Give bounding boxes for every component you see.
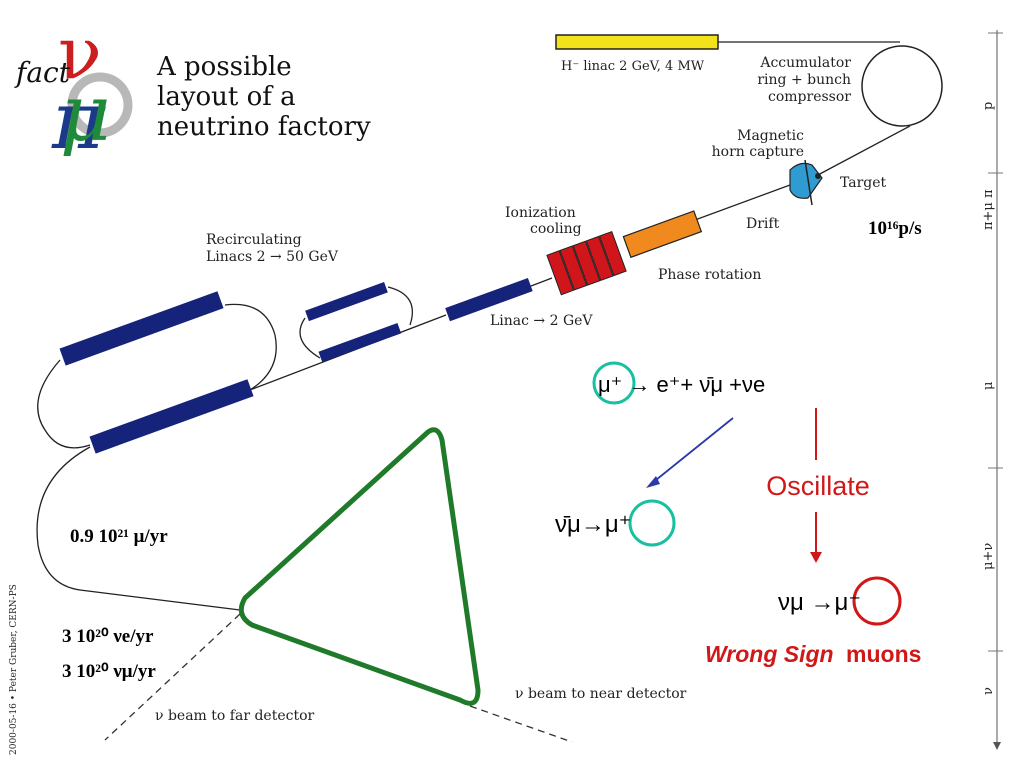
beam-far-line [104,613,241,741]
logo-text: fact [14,56,71,89]
hminus-linac-label: H⁻ linac 2 GeV, 4 MW [561,59,705,74]
mu-plus-circle [592,361,636,405]
scale-label-nu: ν [981,687,996,695]
linac-label: Linac → 2 GeV [490,313,593,329]
right-scale: p π+μ π μ μ+ν ν [981,30,1003,750]
muon-rate: 0.9 10²¹ μ/yr [70,526,168,547]
cooling-label-1: Ionization [505,205,576,221]
scale-label-p: p [981,102,996,110]
drift-label: Drift [746,216,780,232]
beam-near-line [469,705,573,743]
nu-equation: νμ →μ⁻ [778,589,861,616]
hminus-linac-bar [555,34,719,50]
blue-arrow [650,417,734,485]
accumulator-ring [861,45,943,127]
factnupi-logo: π ν μ fact [14,11,133,167]
ionization-cooling-block [546,230,627,296]
decay-equation: μ⁺ → e⁺+ ν̄μ +νe [598,372,765,397]
target-label: Target [840,175,887,191]
linac-2gev-magnet [445,278,533,322]
beam-near-label: ν beam to near detector [515,686,687,702]
wrong-sign-label: Wrong Sign muons [705,641,921,667]
beam-far-label: ν beam to far detector [155,708,315,724]
phase-rotation-label: Phase rotation [658,267,761,283]
decay-ring [238,427,481,706]
accumulator-label-3: compressor [768,89,851,105]
recirculating-label-2: Linacs 2 → 50 GeV [206,249,339,265]
magnetic-horn-label-2: horn capture [712,144,804,160]
large-recirculating-linac [36,291,277,611]
title-line-3: neutrino factory [157,112,371,142]
accumulator-label-1: Accumulator [759,55,851,71]
wrong-sign-italic: Wrong Sign [705,641,834,667]
horn-capture [789,159,823,206]
title-line-1: A possible [157,52,292,82]
logo-pi: π [51,74,106,167]
logo-mu: μ [60,69,111,159]
antinu-equation: ν̄μ→μ⁺ [555,511,631,538]
scale-label-munu: μ+ν [981,543,996,570]
scale-label-pimu: π+μ π [981,189,996,230]
title-line-2: layout of a [157,82,296,112]
phase-rotation-block [622,210,703,259]
accumulator-label-2: ring + bunch [757,72,851,88]
mu-minus-circle [852,576,902,626]
mu-plus-circle-2 [628,499,676,547]
credit-label: 2000-05-16 • Peter Gruber, CERN-PS [9,584,19,755]
target-dot [815,173,821,179]
proton-rate: 10¹⁶p/s [868,218,922,239]
magnetic-horn-label-1: Magnetic [737,128,804,144]
numu-rate: 3 10²⁰ νμ/yr [62,661,156,682]
scale-label-mu: μ [981,382,996,390]
proton-beamline [815,125,911,177]
page-title: A possible layout of a neutrino factory [157,52,417,142]
muons-word: muons [846,641,921,667]
logo-nu: ν [58,11,102,95]
cooling-label-2: cooling [530,221,582,237]
recirculating-label-1: Recirculating [206,232,302,248]
nue-rate: 3 10²⁰ νe/yr [62,626,154,647]
oscillate-label: Oscillate [766,471,870,501]
small-recirculating-linac [299,282,414,363]
